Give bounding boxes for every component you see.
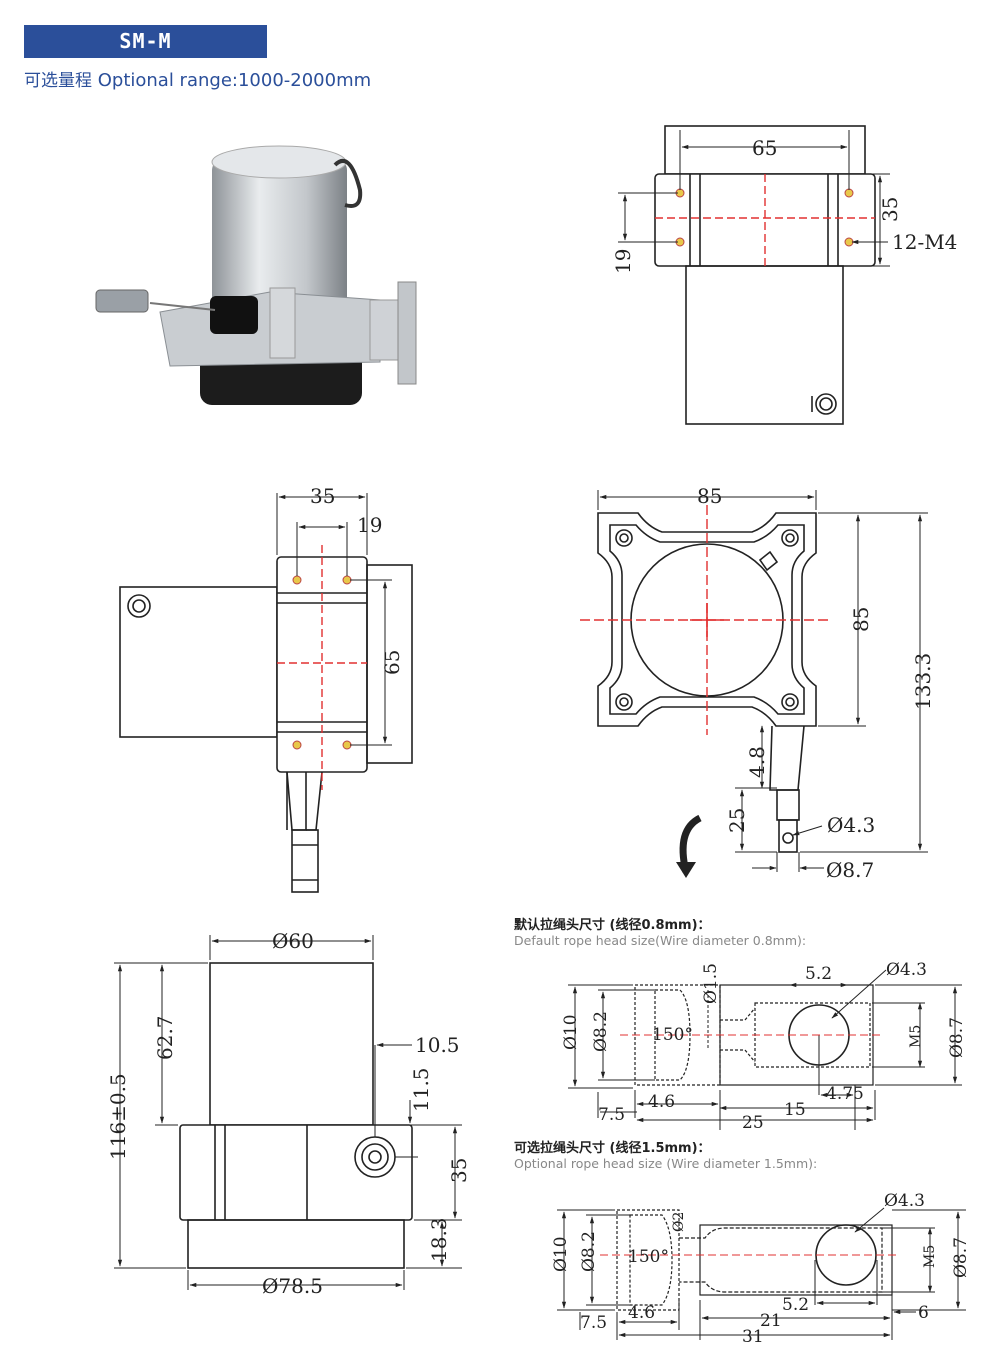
dim-dia-8-2: Ø8.2	[591, 1011, 611, 1052]
dim-35: 35	[310, 484, 335, 508]
dim-angle-150: 150°	[652, 1025, 693, 1045]
dim-5-2: 5.2	[805, 964, 832, 984]
dim-dia-1-5: Ø1.5	[701, 963, 721, 1004]
dim-25: 25	[725, 808, 749, 833]
dim-85-width: 85	[697, 484, 722, 508]
rope-optional-dims: Ø4.3 Ø2 Ø10 Ø8.2 150° M5 Ø8.7 7.5 4.6 5.…	[551, 1191, 971, 1347]
dim-116: 116±0.5	[106, 1073, 130, 1160]
dim-65: 65	[380, 650, 404, 675]
range-label-en: Optional range:1000-2000mm	[97, 70, 372, 91]
dim-65: 65	[752, 136, 777, 160]
dim-4-6: 4.6	[648, 1092, 675, 1112]
dim-dia-78-5: Ø78.5	[262, 1274, 323, 1298]
dim-dia-4-3: Ø4.3	[884, 1191, 925, 1211]
dim-19: 19	[357, 513, 382, 537]
dim-4-6: 4.6	[628, 1303, 655, 1323]
dim-85-height: 85	[849, 607, 873, 632]
dim-19: 19	[611, 249, 635, 274]
dim-m5: M5	[922, 1245, 938, 1268]
elevation-dims: Ø60 62.7 10.5 11.5 116±0.5 35 18.3 Ø78.5	[106, 929, 471, 1298]
rope-default-title-en: Default rope head size(Wire diameter 0.8…	[514, 933, 807, 948]
rope-default-title-cn: 默认拉绳头尺寸 (线径0.8mm)：	[514, 918, 711, 933]
side-view	[119, 556, 413, 893]
rope-optional-title-en: Optional rope head size (Wire diameter 1…	[514, 1156, 818, 1171]
dim-6: 6	[918, 1303, 929, 1323]
range-label-cn: 可选量程	[24, 71, 92, 91]
rope-default-dims: 5.2 Ø4.3 Ø1.5 Ø10 Ø8.2 150° M5 Ø8.7 7.5 …	[561, 960, 967, 1133]
dim-35: 35	[878, 197, 902, 222]
rope-default-caption: 默认拉绳头尺寸 (线径0.8mm)： Default rope head siz…	[514, 914, 806, 948]
dim-dia-10: Ø10	[551, 1236, 571, 1272]
top-view-dims: 65 35 12-M4 19	[611, 136, 957, 274]
dim-25: 25	[742, 1113, 764, 1133]
dim-m5: M5	[908, 1025, 924, 1048]
dim-62-7: 62.7	[153, 1015, 177, 1060]
dim-5-2: 5.2	[782, 1295, 809, 1315]
front-view-dims: 85 85 133.3 4.8 25 Ø4.3 Ø8.7	[697, 484, 935, 882]
dim-21: 21	[760, 1311, 782, 1331]
dim-dia-8-7: Ø8.7	[826, 858, 874, 882]
dim-35: 35	[447, 1158, 471, 1183]
top-view	[654, 125, 876, 425]
dim-11-5: 11.5	[409, 1067, 433, 1112]
dim-dia-4-3: Ø4.3	[886, 960, 927, 980]
dim-31: 31	[742, 1327, 764, 1347]
dim-dia-10: Ø10	[561, 1014, 581, 1050]
model-badge: SM-M	[24, 25, 267, 58]
top-view-centerlines	[655, 174, 875, 266]
range-text: 可选量程 Optional range:1000-2000mm	[24, 66, 371, 91]
top-view-holes	[675, 188, 854, 247]
dim-dia-2: Ø2	[671, 1212, 687, 1232]
dim-7-5: 7.5	[598, 1105, 625, 1125]
dim-dia-8-2: Ø8.2	[579, 1231, 599, 1272]
dim-4-75: 4.75	[826, 1084, 864, 1104]
dim-angle-150: 150°	[628, 1247, 669, 1267]
dim-18-3: 18.3	[427, 1217, 451, 1262]
dim-10-5: 10.5	[415, 1033, 460, 1057]
product-photo	[95, 145, 417, 405]
dim-dia-4-3: Ø4.3	[827, 813, 875, 837]
dim-dia-8-7: Ø8.7	[951, 1237, 971, 1278]
elevation-view	[179, 962, 413, 1269]
rope-optional-caption: 可选拉绳头尺寸 (线径1.5mm)： Optional rope head si…	[514, 1137, 817, 1171]
dim-dia-8-7: Ø8.7	[947, 1017, 967, 1058]
dim-7-5: 7.5	[580, 1313, 607, 1333]
side-view-centerlines	[277, 545, 367, 790]
rope-optional-title-cn: 可选拉绳头尺寸 (线径1.5mm)：	[514, 1141, 711, 1156]
dim-4-8: 4.8	[745, 746, 769, 778]
dim-15: 15	[784, 1100, 806, 1120]
dim-12m4: 12-M4	[892, 230, 957, 254]
side-view-dims: 35 19 65	[310, 484, 404, 675]
dim-133: 133.3	[911, 653, 935, 710]
dim-dia-60: Ø60	[272, 929, 314, 953]
